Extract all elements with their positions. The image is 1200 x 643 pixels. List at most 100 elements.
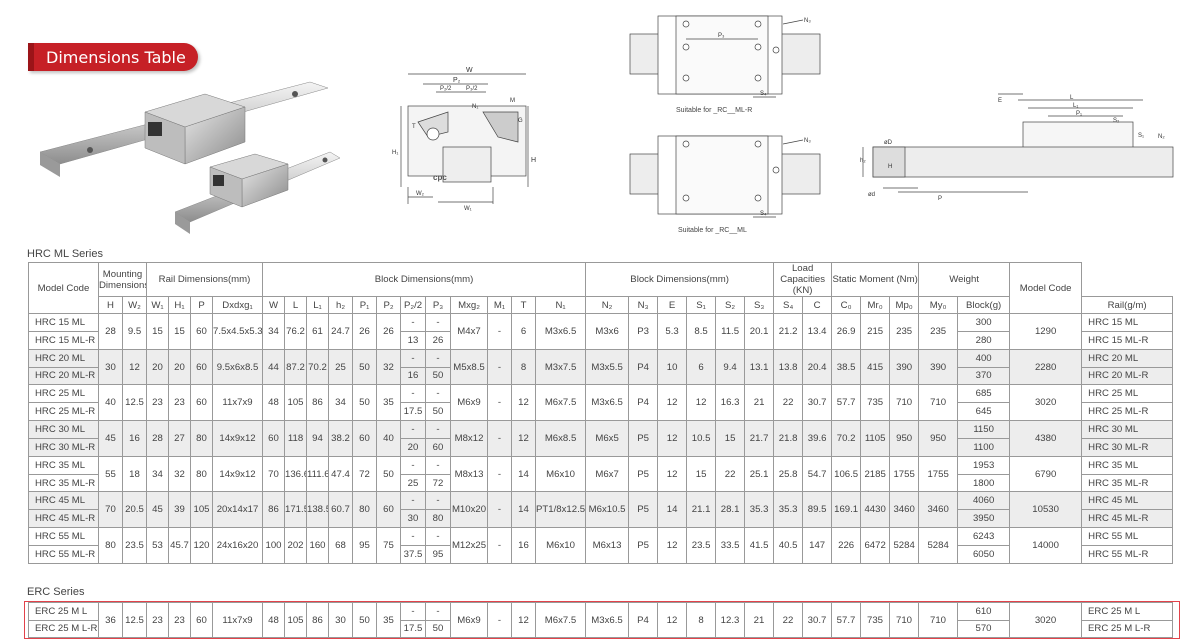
dim-cell-W2: 12.5 <box>122 602 147 638</box>
model-code-right-cell: HRC 25 ML <box>1081 384 1173 404</box>
dim-cell-W1: 20 <box>146 348 170 386</box>
dim-cell-Mxg2: M6x9 <box>450 602 488 638</box>
dim-cell-S2: 16.3 <box>715 384 746 422</box>
header-block2: Block Dimensions(mm) <box>585 262 775 297</box>
dim-cell-S2: 33.5 <box>715 527 746 564</box>
dim-cell-T: 6 <box>511 313 537 350</box>
banner-title: Dimensions Table <box>46 48 186 67</box>
weight-block-cell: 6243 <box>957 527 1011 546</box>
dim-cell-P2half: 17.5 <box>400 402 427 422</box>
dim-cell-P2: 32 <box>376 348 402 386</box>
weight-block-cell: 570 <box>957 619 1010 638</box>
dim-cell-S2: 11.5 <box>715 313 746 350</box>
weight-block-cell: 370 <box>957 366 1011 386</box>
subheader-cell: W₁ <box>146 296 170 314</box>
model-code-cell: HRC 20 ML-R <box>28 366 99 386</box>
dim-cell-P3: - <box>425 420 452 439</box>
dim-W2: W₂ <box>416 191 425 197</box>
dim-cell-P2half: 25 <box>400 473 427 493</box>
dim-cell-W2: 18 <box>121 455 148 493</box>
dim-cell-N3: P5 <box>628 455 659 493</box>
weight-block-cell: 4060 <box>957 491 1011 511</box>
dim-cell-P1: 72 <box>352 455 378 493</box>
dim-cell-P3: 50 <box>425 619 451 638</box>
dim-cell-P2: 35 <box>376 384 402 422</box>
dim-cell-P2half: - <box>400 491 427 511</box>
dim-cell-Mxg2: M8x12 <box>450 420 489 457</box>
dim-cell-W: 86 <box>262 491 286 529</box>
header-mounting: Mounting Dimensions <box>97 262 148 297</box>
dim-cell-S1: 23.5 <box>686 527 717 564</box>
dim-N3-top2: N₃ <box>804 138 811 144</box>
weight-block-cell: 1953 <box>957 455 1011 475</box>
dim-cell-N1: M3x7.5 <box>535 348 587 386</box>
dim-cell-P: 60 <box>190 313 214 350</box>
dim-cell-P2: 50 <box>376 455 402 493</box>
dim-cell-H1: 20 <box>168 348 192 386</box>
dim-cell-T: 12 <box>511 602 536 638</box>
dim-cell-N3: P5 <box>628 420 659 457</box>
header-model-code: Model Code <box>28 262 99 314</box>
subheader-cell: S₂ <box>715 296 746 314</box>
model-code-right-cell: HRC 45 ML-R <box>1081 509 1173 529</box>
dim-cell-W2: 9.5 <box>121 313 148 350</box>
dim-cell-W: 100 <box>262 527 286 564</box>
dim-P2: P₂ <box>453 77 461 84</box>
dim-S2: S₂ <box>1113 118 1120 124</box>
dim-cell-M1: - <box>487 348 513 386</box>
subheader-cell: Dxdxg₁ <box>212 296 264 314</box>
subheader-cell: S₁ <box>686 296 717 314</box>
dim-cell-MR: 415 <box>860 348 891 386</box>
dim-cell-W: 44 <box>262 348 286 386</box>
dim-cell-E: 10 <box>657 348 688 386</box>
header-load: Load Capacities (KN) <box>773 262 833 297</box>
weight-rail-cell: 10530 <box>1009 491 1083 529</box>
dim-cell-Dxdxg1: 24x16x20 <box>212 527 264 564</box>
subheader-cell: S₄ <box>773 296 804 314</box>
model-code-cell: ERC 25 M L <box>28 602 99 621</box>
dim-cell-P3: 95 <box>425 544 452 564</box>
weight-rail-cell: 14000 <box>1009 527 1083 564</box>
dim-cell-S4: 22 <box>773 384 804 422</box>
dim-cell-Mxg2: M8x13 <box>450 455 489 493</box>
dim-cell-P2half: - <box>400 602 426 621</box>
erc-series-title: ERC Series <box>27 586 85 598</box>
dim-cell-MR: 215 <box>860 313 891 350</box>
model-code-cell: HRC 45 ML <box>28 491 99 511</box>
dim-cell-P2half: - <box>400 348 427 368</box>
dim-cell-S4: 21.2 <box>773 313 804 350</box>
caption-ml-r: Suitable for _RC__ML-R <box>676 107 752 114</box>
dim-cell-MP: 710 <box>889 384 920 422</box>
dim-cell-h2: 34 <box>328 384 354 422</box>
dim-cell-P3: - <box>425 455 452 475</box>
dim-cell-H: 36 <box>98 602 123 638</box>
dim-cell-C: 30.7 <box>802 602 832 638</box>
dim-cell-S1: 15 <box>686 455 717 493</box>
dim-cell-W1: 34 <box>146 455 170 493</box>
dim-cell-L1: 70.2 <box>306 348 330 386</box>
subheader-cell: Mp₀ <box>889 296 920 314</box>
subheader-cell: H₁ <box>168 296 192 314</box>
model-code-right-cell: HRC 55 ML <box>1081 527 1173 546</box>
dim-cell-L: 136.6 <box>284 455 308 493</box>
dim-cell-P3: 80 <box>425 509 452 529</box>
dim-cell-N3: P4 <box>628 384 659 422</box>
subheader-cell: T <box>511 296 537 314</box>
dim-cell-W: 34 <box>262 313 286 350</box>
dim-cell-P3: 50 <box>425 366 452 386</box>
dim-cell-P3: - <box>425 602 451 621</box>
weight-block-cell: 645 <box>957 402 1011 422</box>
dim-cell-W2: 20.5 <box>121 491 148 529</box>
weight-rail-cell: 3020 <box>1009 602 1082 638</box>
dim-cell-L: 202 <box>284 527 308 564</box>
dim-cell-T: 14 <box>511 491 537 529</box>
dim-cell-N2: M6x5 <box>585 420 630 457</box>
model-code-cell: HRC 45 ML-R <box>28 509 99 529</box>
hrc-series-title: HRC ML Series <box>27 248 103 260</box>
dim-cell-M1: - <box>487 455 513 493</box>
dim-cell-E: 14 <box>657 491 688 529</box>
dim-cell-W: 48 <box>262 602 285 638</box>
